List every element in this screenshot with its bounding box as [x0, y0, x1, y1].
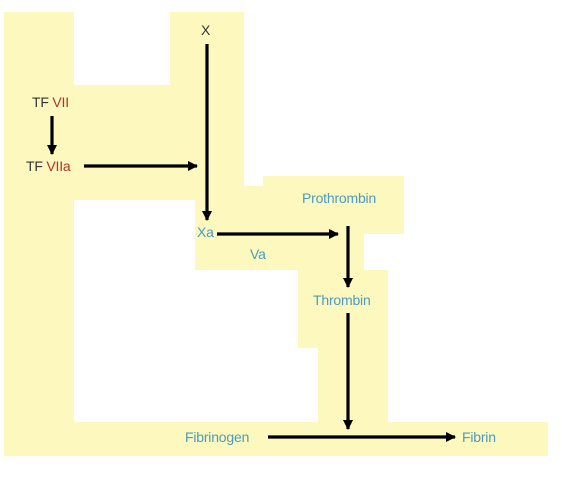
- highlight-va-region: [240, 230, 364, 270]
- factor-xa-label: Xa: [197, 224, 214, 240]
- arrows: [46, 44, 457, 443]
- factor-va-label: Va: [250, 246, 266, 262]
- highlight-prothrombin-region: [263, 176, 404, 234]
- highlight-thrombin-region: [298, 270, 388, 348]
- prothrombin-label: Prothrombin: [302, 190, 377, 206]
- tf-vii-label: TF VII: [32, 94, 69, 110]
- fibrinogen-label: Fibrinogen: [185, 429, 250, 445]
- highlight-background: [4, 12, 548, 456]
- highlight-fibrin-band: [4, 422, 548, 456]
- tf-viia-factor: VIIa: [46, 158, 71, 174]
- highlight-thrombin-stem: [318, 348, 388, 428]
- tf-vii-prefix: TF: [32, 94, 53, 110]
- thrombin-label: Thrombin: [313, 292, 371, 308]
- fibrin-label: Fibrin: [462, 429, 496, 445]
- tf-viia-prefix: TF: [26, 158, 47, 174]
- tf-vii-factor: VII: [52, 94, 69, 110]
- factor-x-label: X: [201, 22, 211, 38]
- tf-viia-label: TF VIIa: [26, 158, 71, 174]
